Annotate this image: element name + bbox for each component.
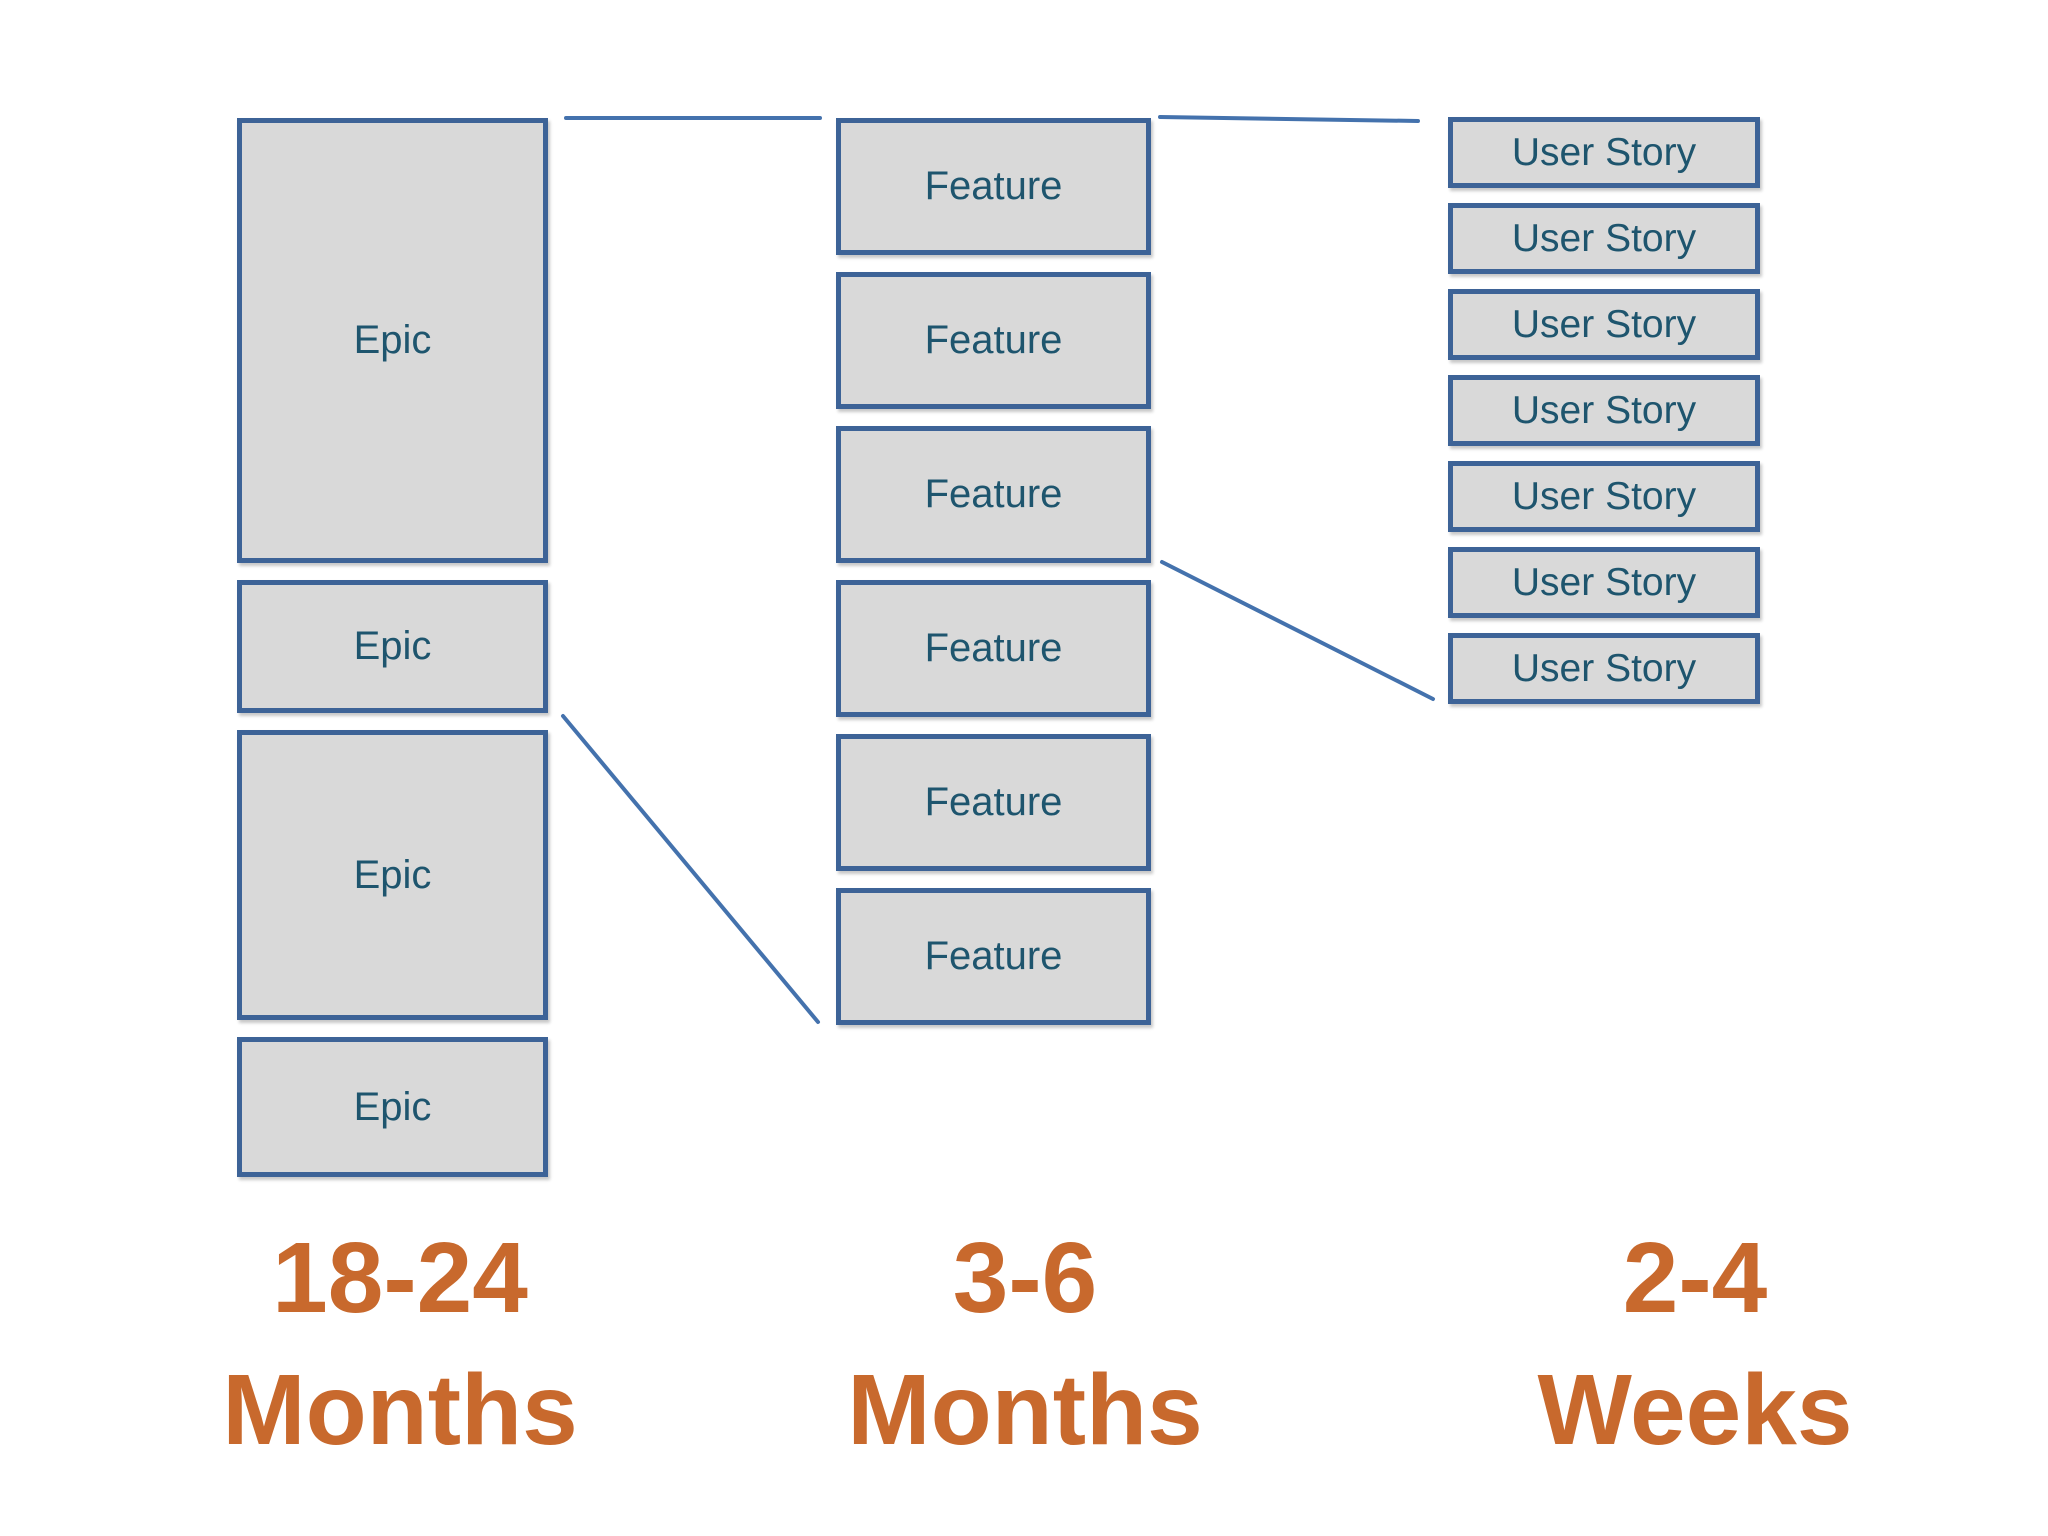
epic-box-label: Epic <box>353 852 432 897</box>
epic-box: Epic <box>237 580 548 713</box>
feature-box: Feature <box>836 118 1151 255</box>
epic-box-label: Epic <box>353 1084 432 1129</box>
user-storie-box-label: User Story <box>1511 560 1697 604</box>
feature-box: Feature <box>836 580 1151 717</box>
user-storie-box-label: User Story <box>1511 474 1697 518</box>
feature-box: Feature <box>836 272 1151 409</box>
connector-epic-feature-diagonal <box>561 714 820 1024</box>
timeframe-line1: 3-6 <box>952 1222 1098 1334</box>
feature-box-label: Feature <box>924 472 1063 516</box>
user-storie-box: User Story <box>1448 289 1760 360</box>
feature-box-label: Feature <box>924 934 1063 978</box>
feature-box: Feature <box>836 734 1151 871</box>
feature-box-label: Feature <box>924 164 1063 208</box>
user-storie-box: User Story <box>1448 203 1760 274</box>
user-storie-box: User Story <box>1448 375 1760 446</box>
user-storie-box-label: User Story <box>1511 302 1697 346</box>
timeframe-label-epics: 18-24 Months <box>90 1212 710 1476</box>
timeframe-line2: Weeks <box>1537 1354 1853 1466</box>
epic-box-label: Epic <box>353 624 432 668</box>
user-storie-box: User Story <box>1448 461 1760 532</box>
timeframe-line2: Months <box>847 1354 1203 1466</box>
timeframe-line1: 2-4 <box>1622 1222 1768 1334</box>
user-storie-box-label: User Story <box>1511 388 1697 432</box>
user-storie-box-label: User Story <box>1511 646 1697 690</box>
user-storie-box-label: User Story <box>1511 216 1697 260</box>
feature-box-label: Feature <box>924 626 1063 670</box>
feature-box: Feature <box>836 426 1151 563</box>
feature-box-label: Feature <box>924 780 1063 824</box>
epic-box: Epic <box>237 118 548 563</box>
timeframe-line2: Months <box>222 1354 578 1466</box>
connector-feature-story-top <box>1158 115 1420 123</box>
epic-box: Epic <box>237 1037 548 1177</box>
user-storie-box: User Story <box>1448 633 1760 704</box>
timeframe-line1: 18-24 <box>272 1222 528 1334</box>
feature-box: Feature <box>836 888 1151 1025</box>
timeframe-label-features: 3-6 Months <box>715 1212 1335 1476</box>
user-storie-box-label: User Story <box>1511 130 1697 174</box>
epic-box: Epic <box>237 730 548 1020</box>
feature-box-label: Feature <box>924 318 1063 362</box>
user-storie-box: User Story <box>1448 547 1760 618</box>
user-storie-box: User Story <box>1448 117 1760 188</box>
timeframe-label-stories: 2-4 Weeks <box>1385 1212 2005 1476</box>
connector-feature-story-diagonal <box>1160 560 1435 701</box>
epic-box-label: Epic <box>353 318 432 362</box>
